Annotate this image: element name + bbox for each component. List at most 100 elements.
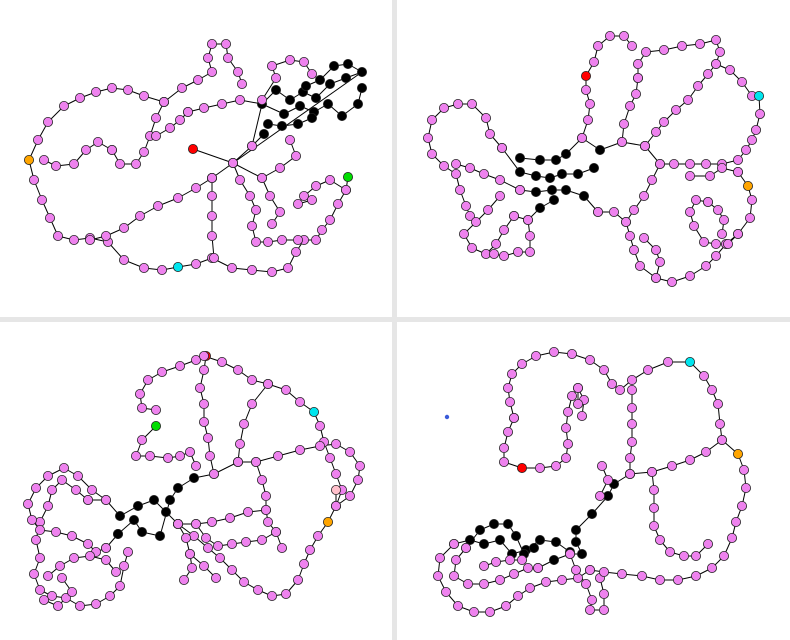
graph-node (184, 549, 195, 560)
graph-node (190, 460, 201, 471)
graph-node (649, 521, 660, 532)
graph-node (284, 55, 295, 66)
core-node (595, 144, 606, 155)
graph-node (67, 531, 78, 542)
graph-node (330, 500, 341, 511)
graph-node (639, 232, 650, 243)
graph-node (136, 402, 147, 413)
graph-node (81, 144, 92, 155)
graph-node (180, 533, 191, 544)
graph-node (531, 350, 542, 361)
graph-node (535, 462, 546, 473)
graph-node (144, 450, 155, 461)
graph-node (667, 276, 678, 287)
core-node (128, 515, 139, 526)
graph-node (306, 69, 317, 80)
graph-node (609, 206, 620, 217)
graph-node (737, 77, 748, 88)
graph-node (274, 206, 285, 217)
graph-node (206, 39, 217, 50)
core-node (549, 194, 560, 205)
graph-node (256, 172, 267, 183)
graph-node (515, 184, 526, 195)
core-node (549, 555, 560, 566)
graph-node (340, 184, 351, 195)
graph-node (330, 468, 341, 479)
graph-node (330, 438, 341, 449)
graph-node (464, 162, 475, 173)
graph-node (665, 547, 676, 558)
graph-node (496, 142, 507, 153)
graph-node (502, 426, 513, 437)
graph-node (292, 198, 303, 209)
graph-node (59, 462, 70, 473)
graph-node (567, 348, 578, 359)
graph-node (39, 595, 50, 606)
graph-node (240, 537, 251, 548)
graph-node (488, 248, 499, 259)
graph-node (272, 450, 283, 461)
graph-node (138, 146, 149, 157)
graph-node (633, 73, 644, 84)
graph-node (452, 601, 463, 612)
graph-node (605, 30, 616, 41)
graph-node (208, 468, 219, 479)
graph-node (725, 65, 736, 76)
graph-node (123, 547, 134, 558)
graph-node (266, 266, 277, 277)
graph-node (659, 117, 670, 128)
graph-node (747, 194, 758, 205)
graph-panel-top-right (422, 30, 766, 287)
graph-node (733, 228, 744, 239)
marker-node (733, 448, 744, 459)
graph-node (703, 539, 714, 550)
graph-node (699, 370, 710, 381)
core-node (577, 549, 588, 560)
graph-node (478, 168, 489, 179)
marker-node (754, 91, 765, 102)
graph-node (83, 494, 94, 505)
graph-node (136, 434, 147, 445)
graph-node (270, 527, 281, 538)
graph-node (655, 158, 666, 169)
marker-node (322, 517, 333, 528)
graph-node (597, 460, 608, 471)
graph-node (494, 575, 505, 586)
graph-node (731, 517, 742, 528)
graph-node (651, 244, 662, 255)
graph-node (292, 575, 303, 586)
graph-node (627, 374, 638, 385)
graph-node (190, 354, 201, 365)
graph-node (607, 378, 618, 389)
graph-node (647, 174, 658, 185)
graph-node (85, 551, 96, 562)
graph-panel-bottom-right (432, 346, 752, 618)
core-node (115, 510, 126, 521)
graph-node (713, 204, 724, 215)
graph-node (603, 474, 614, 485)
graph-node (508, 412, 519, 423)
graph-node (615, 384, 626, 395)
graph-node (256, 95, 267, 106)
marker-node (150, 420, 161, 431)
graph-node (206, 210, 217, 221)
graph-node (701, 260, 712, 271)
graph-node (266, 591, 277, 602)
graph-node (250, 456, 261, 467)
core-node (535, 154, 546, 165)
graph-node (525, 583, 536, 594)
core-node (306, 113, 317, 124)
graph-node (565, 549, 576, 560)
marker-node (581, 71, 592, 82)
graph-edge (192, 148, 234, 164)
graph-node (47, 484, 58, 495)
graph-node (717, 228, 728, 239)
graph-node (513, 591, 524, 602)
graph-node (617, 569, 628, 580)
graph-node (671, 105, 682, 116)
graph-node (707, 563, 718, 574)
graph-node (22, 498, 33, 509)
graph-node (290, 246, 301, 257)
graph-node (198, 561, 209, 572)
graph-node (28, 174, 39, 185)
